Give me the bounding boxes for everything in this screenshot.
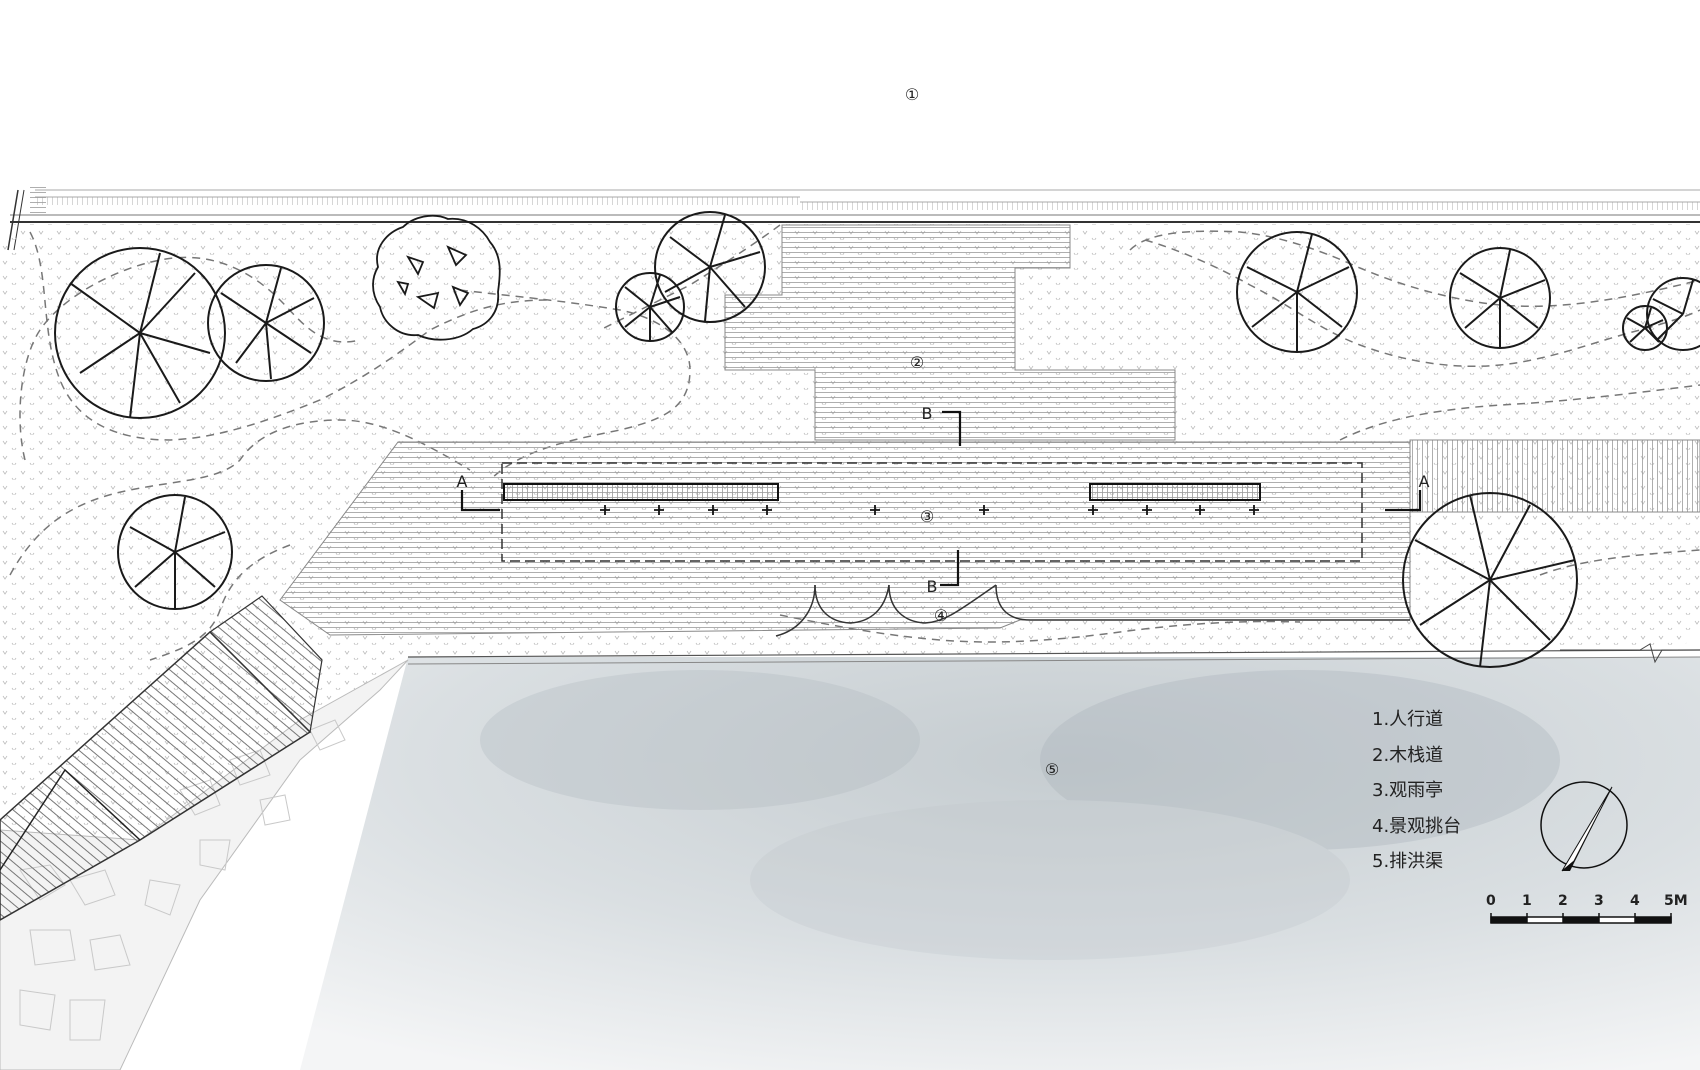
marker-boardwalk: ② (910, 353, 924, 372)
scale-label-4: 4 (1630, 893, 1640, 909)
scale-label-0: 0 (1486, 893, 1496, 909)
diagonal-deck (0, 630, 312, 921)
tree-icon (1622, 305, 1668, 351)
marker-pavilion: ③ (920, 507, 934, 526)
bench-right (1089, 483, 1261, 501)
legend-item-3: 3.观雨亭 (1372, 780, 1444, 801)
columns (600, 505, 1259, 515)
tree-icon (1449, 247, 1551, 349)
section-a-left: A (457, 472, 468, 491)
tree-icon (207, 264, 325, 382)
pavilion-roof (501, 462, 1363, 562)
tree-icon (654, 211, 766, 323)
section-b-top: B (922, 404, 933, 423)
overlook-arcs (775, 584, 1410, 637)
scale-label-5m: 5M (1664, 893, 1688, 909)
section-b-bottom: B (927, 577, 938, 596)
tree-icon (1236, 231, 1358, 353)
trees (54, 211, 1700, 668)
marker-channel: ⑤ (1045, 760, 1059, 779)
boardwalk (724, 224, 1176, 441)
lawn (0, 224, 1700, 1070)
legend-item-5: 5.排洪渠 (1372, 851, 1444, 872)
pavilion-deck (279, 441, 1411, 636)
tree-icon (54, 247, 226, 419)
marker-overlook: ④ (934, 606, 948, 625)
section-a-right: A (1419, 472, 1430, 491)
garden-paths (9, 224, 1700, 661)
section-lines (460, 410, 1422, 587)
tree-icon (1646, 277, 1700, 351)
bench-left (503, 483, 779, 501)
water-texture (480, 670, 1560, 960)
tree-icon (615, 272, 685, 342)
scale-bar (1490, 913, 1672, 924)
legend: 1.人行道 2.木栈道 3.观雨亭 4.景观挑台 5.排洪渠 (1372, 702, 1461, 880)
legend-item-1: 1.人行道 (1372, 709, 1444, 730)
tree-icon (117, 494, 233, 610)
tree-icon (1402, 492, 1578, 668)
sidewalk (7, 186, 1700, 251)
scale-label-1: 1 (1522, 893, 1532, 909)
drainage-channel (300, 657, 1700, 1070)
marker-sidewalk: ① (905, 85, 919, 104)
north-arrow-icon (1540, 781, 1628, 872)
scale-label-2: 2 (1558, 893, 1568, 909)
scale-label-3: 3 (1594, 893, 1604, 909)
legend-item-2: 2.木栈道 (1372, 744, 1444, 766)
legend-item-4: 4.景观挑台 (1372, 815, 1462, 837)
tree-icon (372, 214, 501, 341)
